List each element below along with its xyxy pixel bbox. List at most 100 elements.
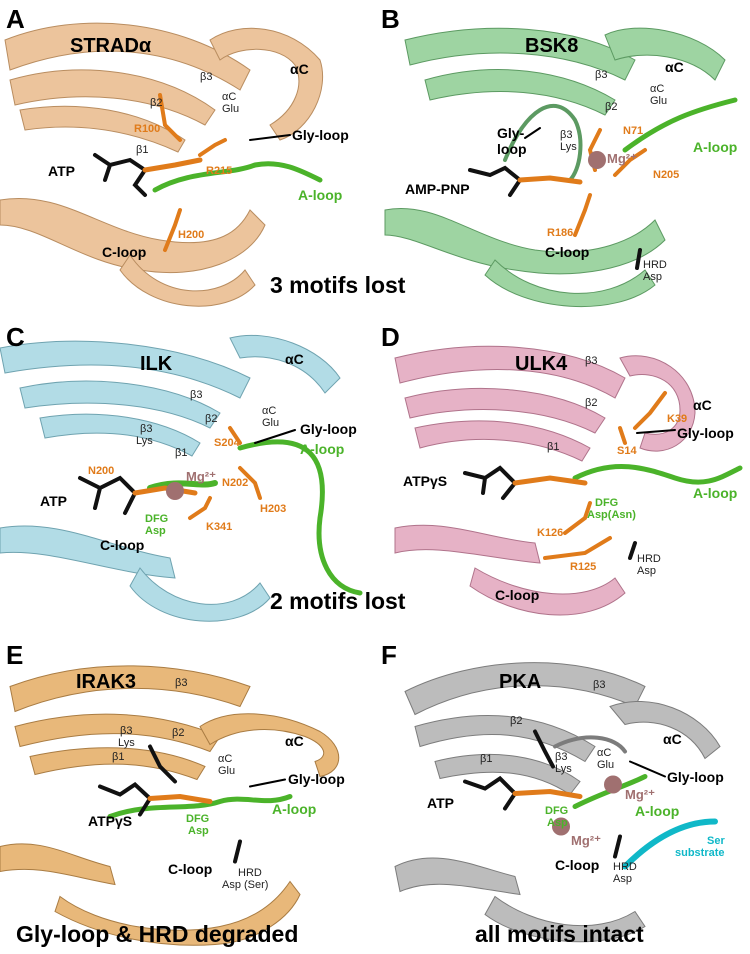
label-dfg-2: Asp [547, 817, 568, 829]
c-lobe [394, 857, 521, 896]
label-ac-glu-2: Glu [262, 417, 280, 429]
label-dfg-2: Asp [188, 825, 209, 837]
c-lobe [0, 525, 176, 579]
hrd-asp [628, 541, 637, 560]
beta-strand [9, 69, 216, 126]
label-atp: ATP [48, 163, 75, 179]
label-b3lys-1: β3 [555, 751, 568, 763]
alpha-helix [619, 355, 696, 452]
label-beta1: β1 [547, 441, 560, 453]
label-alphac: αC [693, 397, 712, 413]
strad-structure [0, 22, 324, 307]
label-hrd-1: HRD [238, 867, 262, 879]
label-c-loop: C-loop [545, 244, 590, 260]
label-amp-pnp: AMP-PNP [405, 181, 470, 197]
protein-title: STRADα [70, 35, 152, 57]
beta-strand [434, 753, 581, 796]
label-c-loop: C-loop [100, 537, 145, 553]
hrd-asp [613, 834, 622, 859]
residue-h200 [163, 208, 182, 252]
gly-loop-trace [553, 735, 627, 754]
label-ac-glu-1: αC [262, 405, 277, 417]
arrow-gly [629, 760, 666, 778]
phosphates [147, 793, 213, 804]
ilk-structure [0, 334, 363, 622]
label-atp-gamma-s: ATPγS [403, 473, 448, 489]
label-hrd-2: Asp (Ser) [222, 879, 269, 891]
label-b3lys-2: Lys [560, 141, 577, 153]
protein-title: PKA [499, 671, 542, 693]
residue-r215 [198, 138, 227, 157]
atp-molecule [98, 781, 153, 817]
label-beta1: β1 [175, 447, 188, 459]
label-hrd-2: Asp [643, 271, 662, 283]
phosphates [132, 485, 198, 496]
label-n205: N205 [653, 169, 680, 181]
atp-molecule [468, 165, 523, 197]
label-dfg-1: DFG [186, 813, 210, 825]
label-c-loop: C-loop [168, 861, 213, 877]
atp-molecule [463, 465, 518, 500]
ser-substrate [622, 818, 718, 870]
residue-r100 [158, 93, 182, 142]
label-gly-loop: Gly-loop [288, 771, 345, 787]
panel-letter: B [381, 4, 400, 34]
panel-c: C ILK β3 β2 β1 αC αC Glu β3 Lys S204 Gly… [0, 318, 375, 636]
label-hrd-1: HRD [637, 553, 661, 565]
mg-ion [552, 817, 570, 836]
mg-ion [166, 482, 184, 500]
panel-letter: D [381, 322, 400, 352]
beta-strand [404, 388, 606, 434]
phosphates [512, 788, 583, 799]
label-ser-2: substrate [675, 847, 725, 859]
alpha-helix [604, 27, 726, 81]
a-loop-trace [572, 464, 743, 485]
label-beta3: β3 [190, 389, 203, 401]
label-beta3: β3 [593, 679, 606, 691]
label-gly-2: loop [497, 141, 527, 157]
label-ac-glu-2: Glu [597, 759, 615, 771]
alpha-helix [609, 701, 721, 760]
mg-ion [604, 775, 622, 794]
residue-n205 [613, 148, 647, 177]
residue-h203 [238, 466, 262, 500]
pka-structure [394, 662, 721, 943]
protein-title: ILK [140, 353, 173, 375]
label-dfg-1: DFG [545, 805, 569, 817]
label-beta1: β1 [136, 144, 149, 156]
label-hrd-1: HRD [613, 861, 637, 873]
alpha-helix [199, 713, 340, 778]
label-beta1: β1 [112, 751, 125, 763]
label-a-loop: A-loop [300, 441, 345, 457]
label-a-loop: A-loop [693, 485, 738, 501]
protein-title: IRAK3 [76, 671, 137, 693]
label-alphac: αC [663, 731, 682, 747]
beta-sheet [404, 662, 646, 716]
label-gly-loop: Gly-loop [667, 769, 724, 785]
mg-ion [588, 151, 606, 169]
label-alphac: αC [285, 351, 304, 367]
label-dfg-1: DFG [595, 497, 619, 509]
panel-d: D ULK4 β3 β2 β1 αC K39 Gly-loop S14 ATPγ… [375, 318, 750, 636]
panel-letter: A [6, 4, 25, 34]
label-ac-glu-1: αC [650, 83, 665, 95]
beta-strand [19, 380, 221, 429]
label-hrd-2: Asp [613, 873, 632, 885]
label-c-loop: C-loop [102, 244, 147, 260]
label-dfg-2: Asp [145, 525, 166, 537]
c-lobe [54, 880, 301, 946]
lys-residue [533, 729, 555, 769]
label-b3lys-2: Lys [118, 737, 135, 749]
label-beta2: β2 [150, 97, 163, 109]
dfg-trace [147, 480, 218, 491]
label-beta1: β1 [480, 753, 493, 765]
label-b3lys-2: Lys [136, 435, 153, 447]
label-beta2: β2 [205, 413, 218, 425]
label-atp-gamma-s: ATPγS [88, 813, 133, 829]
label-c-loop: C-loop [555, 857, 600, 873]
panel-a: A STRADα β3 β2 β1 αC αC Glu R100 Gly-loo… [0, 0, 375, 318]
phosphates [512, 475, 588, 486]
beta-strand [14, 713, 221, 753]
label-mg: Mg²⁺ [186, 469, 216, 484]
atp-molecule [78, 475, 138, 515]
